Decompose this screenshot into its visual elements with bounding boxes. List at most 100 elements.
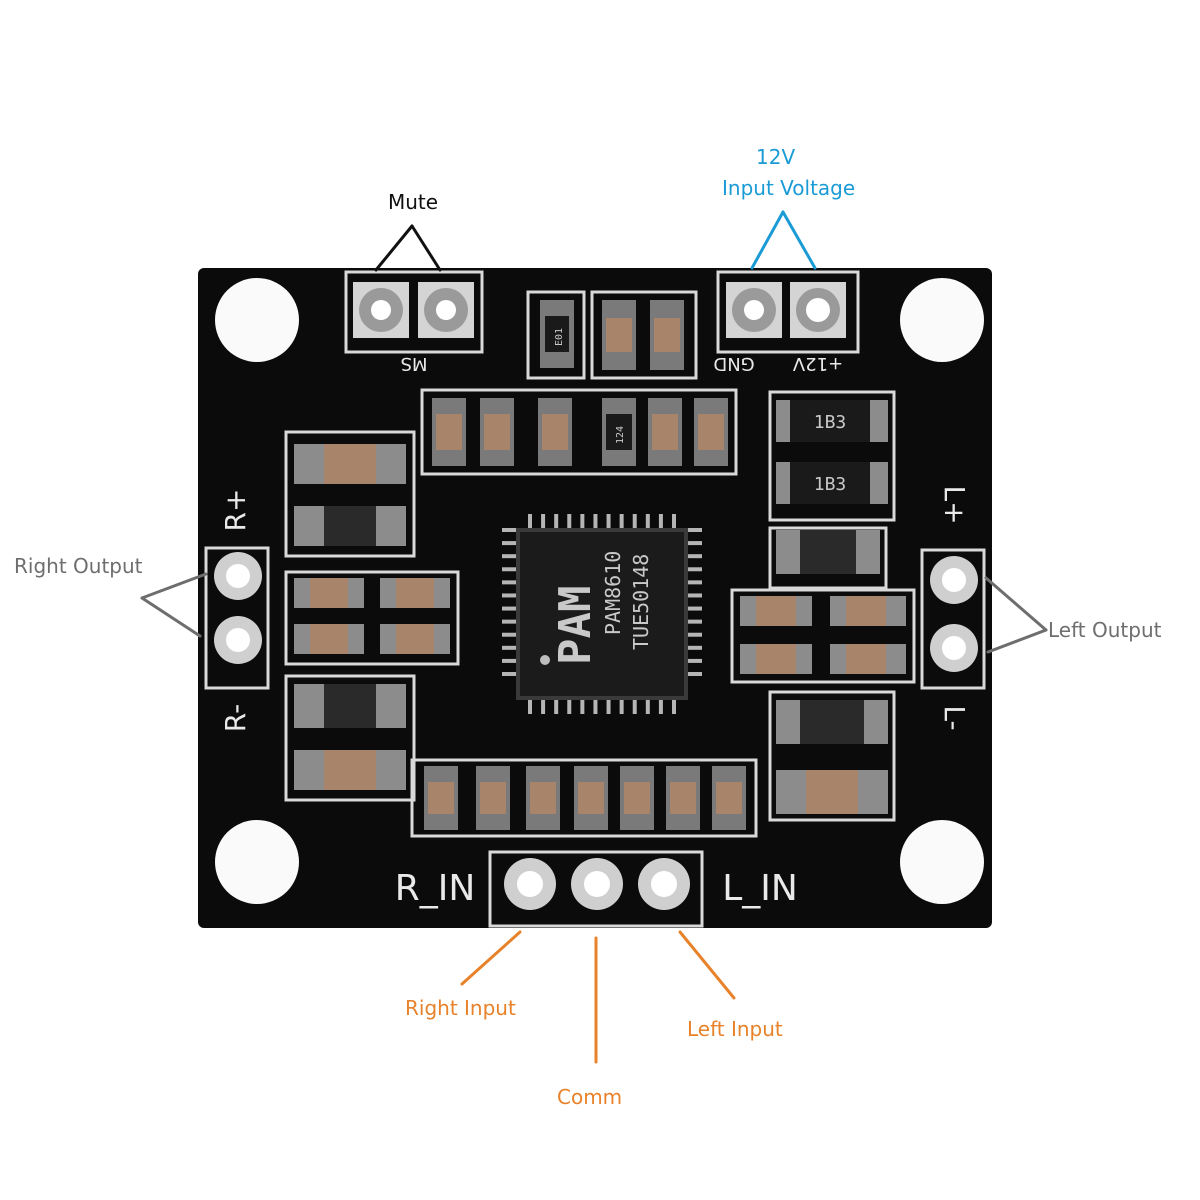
pin-r-in: [504, 858, 556, 910]
chip-model: PAM8610: [601, 551, 625, 635]
capacitor: [648, 398, 682, 466]
chip-pin: [593, 514, 598, 528]
chip-pin: [688, 632, 702, 637]
capacitor: [830, 596, 906, 626]
chip-pin: [567, 514, 572, 528]
chip-pin: [502, 580, 516, 585]
chip-pin: [554, 700, 559, 714]
chip-pin: [688, 619, 702, 624]
capacitor: [830, 644, 906, 674]
chip-pin: [528, 700, 532, 714]
chip-pin: [580, 700, 585, 714]
pin-comm: [571, 858, 623, 910]
chip-pin: [658, 700, 663, 714]
silk-gnd: GND: [713, 353, 754, 374]
chip-pin: [632, 514, 637, 528]
chip-pin: [502, 658, 516, 663]
chip-pin: [541, 514, 546, 528]
pin-r-minus: [214, 616, 262, 664]
silk-l-minus: L-: [938, 705, 971, 730]
chip-pin: [567, 700, 572, 714]
pin-mute-2: [418, 282, 474, 338]
right-input-label: Right Input: [405, 996, 516, 1020]
silk-l-plus: L+: [938, 485, 971, 524]
chip-pin: [688, 593, 702, 598]
inductor: [776, 770, 888, 814]
power-pointer: [750, 210, 817, 270]
capacitor: [380, 624, 450, 654]
pin-l-minus: [930, 624, 978, 672]
capacitor: [480, 398, 514, 466]
mounting-hole-top-left: [215, 278, 299, 362]
capacitor: [666, 766, 700, 830]
mark-resistor-b: 124: [615, 426, 626, 444]
silk-r-minus: R-: [219, 704, 252, 732]
chip-pin: [502, 541, 516, 546]
chip-brand: PAM: [550, 586, 601, 665]
chip-pin: [502, 606, 516, 611]
chip-pin: [632, 700, 637, 714]
chip-pin: [688, 658, 702, 663]
left-output-label: Left Output: [1048, 618, 1162, 642]
chip-pin1-dot: [540, 655, 550, 665]
chip-pin: [502, 645, 516, 650]
silk-r-in: R_IN: [395, 868, 476, 909]
chip-pin: [528, 514, 532, 528]
chip-pin: [619, 700, 624, 714]
chip-pin: [688, 580, 702, 585]
mute-label: Mute: [388, 190, 439, 214]
capacitor: [650, 300, 684, 370]
diode-1b3: [776, 400, 888, 442]
resistor-e01: [540, 300, 574, 368]
chip-pin: [619, 514, 624, 528]
right-output-pointer: [140, 572, 208, 638]
silk-ms: MS: [401, 353, 428, 374]
chip-pin: [502, 528, 516, 532]
input-pointers: [460, 930, 736, 1064]
chip-pin: [645, 700, 650, 714]
capacitor: [526, 766, 560, 830]
chip-pin: [606, 700, 611, 714]
mark-diode-2: 1B3: [814, 474, 847, 495]
chip-pin: [502, 593, 516, 598]
chip-pin: [688, 645, 702, 650]
chip-pin: [502, 672, 516, 676]
pin-12v: [790, 282, 846, 338]
header-pins: [214, 282, 978, 910]
pin-l-plus: [930, 556, 978, 604]
chip-pin: [688, 672, 702, 676]
mounting-hole-bottom-right: [900, 820, 984, 904]
comm-label: Comm: [557, 1085, 623, 1109]
chip-pin: [672, 514, 676, 528]
pin-l-in: [638, 858, 690, 910]
silk-12v: +12V: [792, 353, 843, 374]
chip-pin: [688, 541, 702, 546]
inductor: [294, 506, 406, 546]
chip-pin: [672, 700, 676, 714]
pin-mute-1: [353, 282, 409, 338]
chip-pin: [606, 514, 611, 528]
chip-pin: [502, 567, 516, 572]
chip-pin: [658, 514, 663, 528]
inductor: [776, 700, 888, 744]
mounting-hole-top-right: [900, 278, 984, 362]
mark-diode-1: 1B3: [814, 412, 847, 433]
left-input-label: Left Input: [687, 1017, 783, 1041]
smd-components: [294, 300, 906, 830]
pin-gnd: [726, 282, 782, 338]
silk-r-plus: R+: [219, 489, 252, 532]
inductor: [776, 530, 880, 574]
chip-pin: [593, 700, 598, 714]
pin-r-plus: [214, 552, 262, 600]
chip-pin: [554, 514, 559, 528]
chip-pin: [688, 528, 702, 532]
silkscreen-outlines: [204, 270, 986, 928]
capacitor: [294, 578, 364, 608]
chip-pin: [645, 514, 650, 528]
resistor-124: [602, 398, 636, 466]
power-label-line1: 12V: [756, 145, 796, 169]
capacitor: [432, 398, 466, 466]
chip-pin: [541, 700, 546, 714]
chip-pin: [580, 514, 585, 528]
